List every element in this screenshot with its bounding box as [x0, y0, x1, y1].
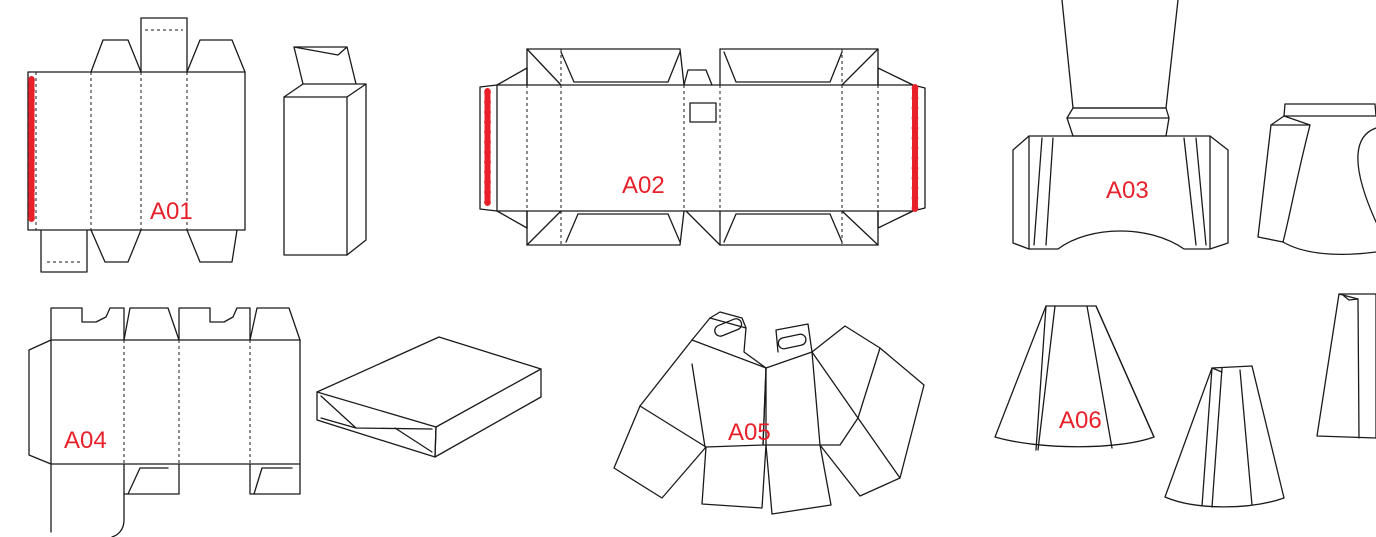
- label-a02: A02: [622, 172, 665, 199]
- box-3d-a01: [283, 46, 367, 256]
- glue-strip-a02-left: [484, 88, 491, 206]
- box-3d-a06-right: [1316, 293, 1376, 439]
- dieline-a04: [28, 307, 301, 537]
- dieline-a06: [994, 305, 1155, 451]
- dieline-a01: [27, 17, 246, 273]
- dieline-a02: [479, 48, 926, 246]
- label-a01: A01: [150, 198, 193, 225]
- box-3d-a04: [316, 336, 542, 458]
- glue-strip-a02-right: [911, 84, 919, 212]
- dieline-a03: [1012, 0, 1229, 250]
- box-3d-a06-small: [1164, 365, 1285, 508]
- label-a04: A04: [64, 427, 107, 454]
- glue-strip-a01: [28, 76, 35, 222]
- label-a06: A06: [1059, 407, 1102, 434]
- dieline-a05: [613, 311, 925, 515]
- label-a03: A03: [1106, 177, 1149, 204]
- label-a05: A05: [728, 419, 771, 446]
- box-3d-a03: [1257, 103, 1376, 256]
